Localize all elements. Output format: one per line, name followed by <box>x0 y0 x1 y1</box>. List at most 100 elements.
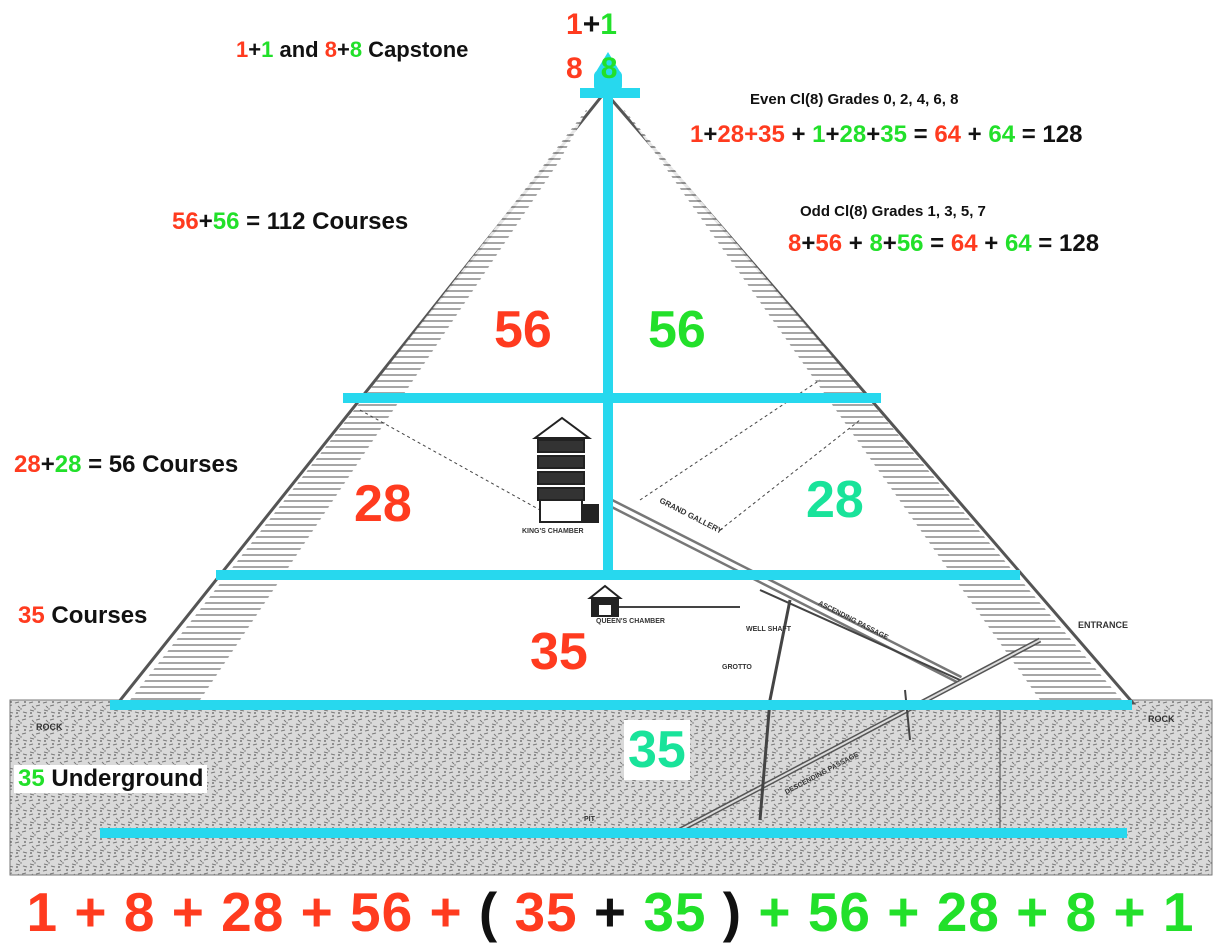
even-equation-part: 35 <box>880 121 907 148</box>
apex-bottom-part: 8 <box>601 52 636 85</box>
odd-equation-part: 8 <box>788 230 801 257</box>
bottom-equation-part: + <box>413 881 479 943</box>
odd-equation-part: 56 <box>815 230 842 257</box>
bottom-equation-part: 1 <box>1163 881 1195 943</box>
even-equation-part: + <box>785 121 812 148</box>
even-grades-title: Even Cl(8) Grades 0, 2, 4, 6, 8 <box>750 91 958 108</box>
grotto-label: GROTTO <box>722 664 752 671</box>
apex-top-part: 1 <box>600 8 617 41</box>
odd-grades-equation: 8+56 + 8+56 = 64 + 64 = 128 <box>788 230 1099 258</box>
section-top-left: 56 <box>494 300 552 360</box>
capstone-label-part: 8 <box>350 37 362 62</box>
underground-part: 35 <box>18 765 45 792</box>
odd-equation-part: 64 <box>951 230 978 257</box>
capstone-label-part: 8 <box>325 37 337 62</box>
courses-56-part: = 56 Courses <box>81 451 238 478</box>
odd-equation-part: + <box>883 230 897 257</box>
apex-bottom-label: 88 <box>566 52 635 86</box>
bottom-equation-part: + <box>1000 881 1066 943</box>
courses-112-part: 56 <box>213 208 240 235</box>
bottom-equation-part: ( <box>479 881 515 943</box>
bottom-equation-part: 1 <box>27 881 59 943</box>
section-top-right: 56 <box>648 300 706 360</box>
bottom-equation-part: 56 <box>808 881 871 943</box>
bottom-equation-part: + <box>871 881 937 943</box>
courses-112-part: + <box>199 208 213 235</box>
bottom-equation-part: 28 <box>937 881 1000 943</box>
even-equation-part: + <box>703 121 717 148</box>
bottom-equation-part: 8 <box>1066 881 1098 943</box>
odd-equation-part: = <box>924 230 951 257</box>
even-equation-part: + <box>866 121 880 148</box>
odd-equation-part: = 128 <box>1032 230 1099 257</box>
even-equation-part: 35 <box>758 121 785 148</box>
odd-equation-part: 8 <box>869 230 882 257</box>
bottom-equation-part: 8 <box>124 881 156 943</box>
capstone-label-part: + <box>337 37 350 62</box>
courses-56-label: 28+28 = 56 Courses <box>14 451 238 479</box>
bottom-equation-part: + <box>742 881 808 943</box>
even-equation-part: = <box>907 121 934 148</box>
courses-56-part: 28 <box>14 451 41 478</box>
even-equation-part: + <box>961 121 988 148</box>
even-equation-part: = 128 <box>1015 121 1082 148</box>
courses-112-part: = 112 Courses <box>239 208 408 235</box>
rock-right-label: ROCK <box>1148 714 1175 724</box>
section-lower: 35 <box>530 622 588 682</box>
apex-top-part: 1 <box>566 8 583 41</box>
bottom-equation-part: 28 <box>221 881 284 943</box>
capstone-label: 1+1 and 8+8 Capstone <box>236 37 468 63</box>
capstone-label-part: and <box>273 37 324 62</box>
bottom-equation-part: + <box>155 881 221 943</box>
even-equation-part: 64 <box>988 121 1015 148</box>
odd-equation-part: + <box>801 230 815 257</box>
bottom-equation-part: + <box>58 881 124 943</box>
entrance-label: ENTRANCE <box>1078 620 1128 630</box>
even-equation-part: 28 <box>840 121 867 148</box>
underground-part: Underground <box>45 765 204 792</box>
bottom-equation-part: 35 <box>643 881 706 943</box>
rock-left-label: ROCK <box>36 722 63 732</box>
capstone-label-part: Capstone <box>362 37 468 62</box>
apex-bottom-part: 8 <box>566 52 601 85</box>
courses-56-part: 28 <box>55 451 82 478</box>
even-equation-part: + <box>744 121 758 148</box>
bottom-equation: 1 + 8 + 28 + 56 + ( 35 + 35 ) + 56 + 28 … <box>0 880 1221 944</box>
queens-chamber-label: QUEEN'S CHAMBER <box>596 618 665 625</box>
odd-grades-title: Odd Cl(8) Grades 1, 3, 5, 7 <box>800 203 986 220</box>
even-grades-equation: 1+28+35 + 1+28+35 = 64 + 64 = 128 <box>690 121 1082 149</box>
capstone-label-part: 1 <box>261 37 273 62</box>
odd-equation-part: + <box>842 230 869 257</box>
even-equation-part: + <box>826 121 840 148</box>
courses-35-part: 35 <box>18 602 45 629</box>
apex-top-part: + <box>583 8 601 41</box>
section-mid-left: 28 <box>354 474 412 534</box>
bottom-equation-part: + <box>1097 881 1163 943</box>
courses-35-part: Courses <box>45 602 148 629</box>
even-equation-part: 64 <box>934 121 961 148</box>
courses-112-label: 56+56 = 112 Courses <box>172 208 408 236</box>
odd-equation-part: 64 <box>1005 230 1032 257</box>
capstone-label-part: + <box>248 37 261 62</box>
pit-label: PIT <box>584 816 595 823</box>
courses-56-part: + <box>41 451 55 478</box>
underground-label: 35 Underground <box>14 765 207 793</box>
section-mid-right: 28 <box>806 470 864 530</box>
section-underground: 35 <box>624 720 690 780</box>
odd-equation-part: + <box>978 230 1005 257</box>
even-equation-part: 1 <box>812 121 825 148</box>
odd-equation-part: 56 <box>897 230 924 257</box>
well-shaft-label: WELL SHAFT <box>746 626 791 633</box>
bottom-equation-part: + <box>578 881 644 943</box>
apex-top-label: 1+1 <box>566 8 617 42</box>
bottom-equation-part: 35 <box>514 881 577 943</box>
capstone-label-part: 1 <box>236 37 248 62</box>
kings-chamber-label: KING'S CHAMBER <box>522 528 584 535</box>
even-equation-part: 28 <box>717 121 744 148</box>
courses-35-label: 35 Courses <box>18 602 147 630</box>
courses-112-part: 56 <box>172 208 199 235</box>
bottom-equation-part: 56 <box>350 881 413 943</box>
even-equation-part: 1 <box>690 121 703 148</box>
bottom-equation-part: + <box>284 881 350 943</box>
